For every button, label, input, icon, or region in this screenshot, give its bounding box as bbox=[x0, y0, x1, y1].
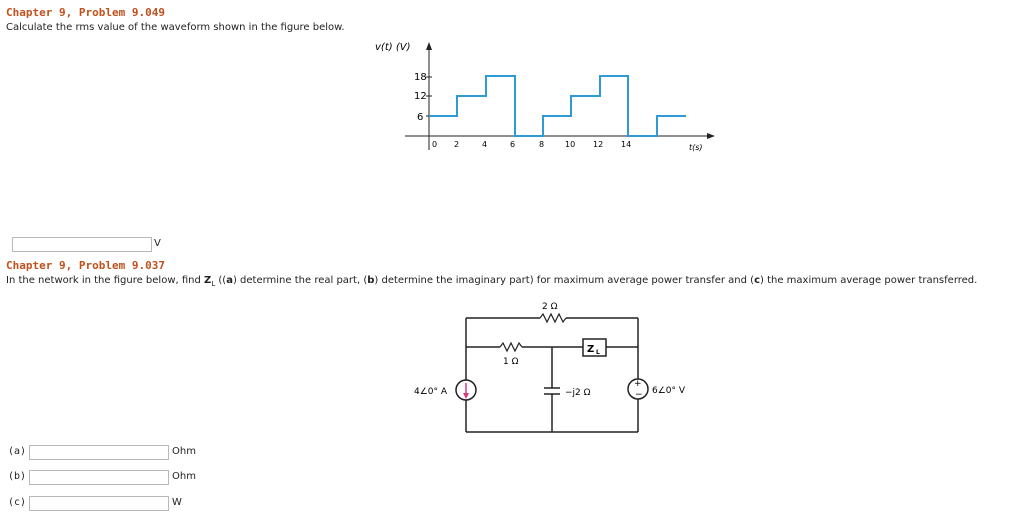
waveform-line bbox=[429, 75, 686, 137]
load-impedance-subscript: L bbox=[596, 349, 600, 356]
resistor-2ohm-label: 2 Ω bbox=[542, 302, 558, 312]
answer-a-label: (a) bbox=[8, 446, 27, 457]
x-tick-label: 8 bbox=[539, 140, 544, 149]
y-axis-arrow-icon bbox=[426, 42, 432, 50]
problem1-title: Chapter 9, Problem 9.049 bbox=[6, 6, 165, 19]
problem1-unit: V bbox=[154, 238, 161, 249]
problem1-answer-input[interactable] bbox=[12, 237, 152, 252]
answer-b-label: (b) bbox=[8, 471, 27, 482]
problem1-text: Calculate the rms value of the waveform … bbox=[6, 22, 345, 33]
answer-c-input[interactable] bbox=[29, 496, 169, 511]
load-impedance-box bbox=[582, 338, 607, 357]
y-axis-label: v(t) (V) bbox=[375, 42, 410, 53]
y-tick-label: 18 bbox=[414, 72, 427, 83]
x-tick-label: 14 bbox=[621, 140, 631, 149]
x-axis-arrow-icon bbox=[707, 133, 715, 139]
answer-a-unit: Ohm bbox=[172, 446, 196, 457]
voltage-source-label: 6∠0° V bbox=[652, 386, 686, 396]
answer-a-input[interactable] bbox=[29, 445, 169, 460]
x-tick-label: 12 bbox=[593, 140, 603, 149]
current-source-label: 4∠0° A bbox=[414, 387, 448, 397]
answer-b-unit: Ohm bbox=[172, 471, 196, 482]
resistor-2ohm bbox=[539, 312, 567, 324]
resistor-1ohm bbox=[499, 341, 523, 353]
x-tick-label: 2 bbox=[454, 140, 459, 149]
resistor-1ohm-label: 1 Ω bbox=[503, 357, 519, 367]
capacitor-label: −j2 Ω bbox=[565, 388, 591, 398]
x-tick-label: 10 bbox=[565, 140, 575, 149]
x-tick-label: 6 bbox=[510, 140, 515, 149]
y-tick-label: 6 bbox=[417, 112, 423, 123]
problem2-text: In the network in the figure below, find… bbox=[6, 275, 978, 288]
problem2-title: Chapter 9, Problem 9.037 bbox=[6, 259, 165, 272]
y-tick-label: 12 bbox=[414, 91, 427, 102]
answer-b-input[interactable] bbox=[29, 470, 169, 485]
voltage-minus-icon: − bbox=[635, 390, 643, 400]
x-tick-label: 4 bbox=[482, 140, 487, 149]
load-impedance-label: Z bbox=[587, 344, 594, 355]
voltage-source-icon bbox=[627, 378, 649, 400]
answer-c-label: (c) bbox=[8, 497, 27, 508]
x-tick-label: 0 bbox=[432, 140, 437, 149]
voltage-plus-icon: + bbox=[634, 379, 642, 389]
x-axis-label: t(s) bbox=[689, 143, 703, 152]
current-arrow-icon bbox=[463, 393, 469, 399]
answer-c-unit: W bbox=[172, 497, 182, 508]
